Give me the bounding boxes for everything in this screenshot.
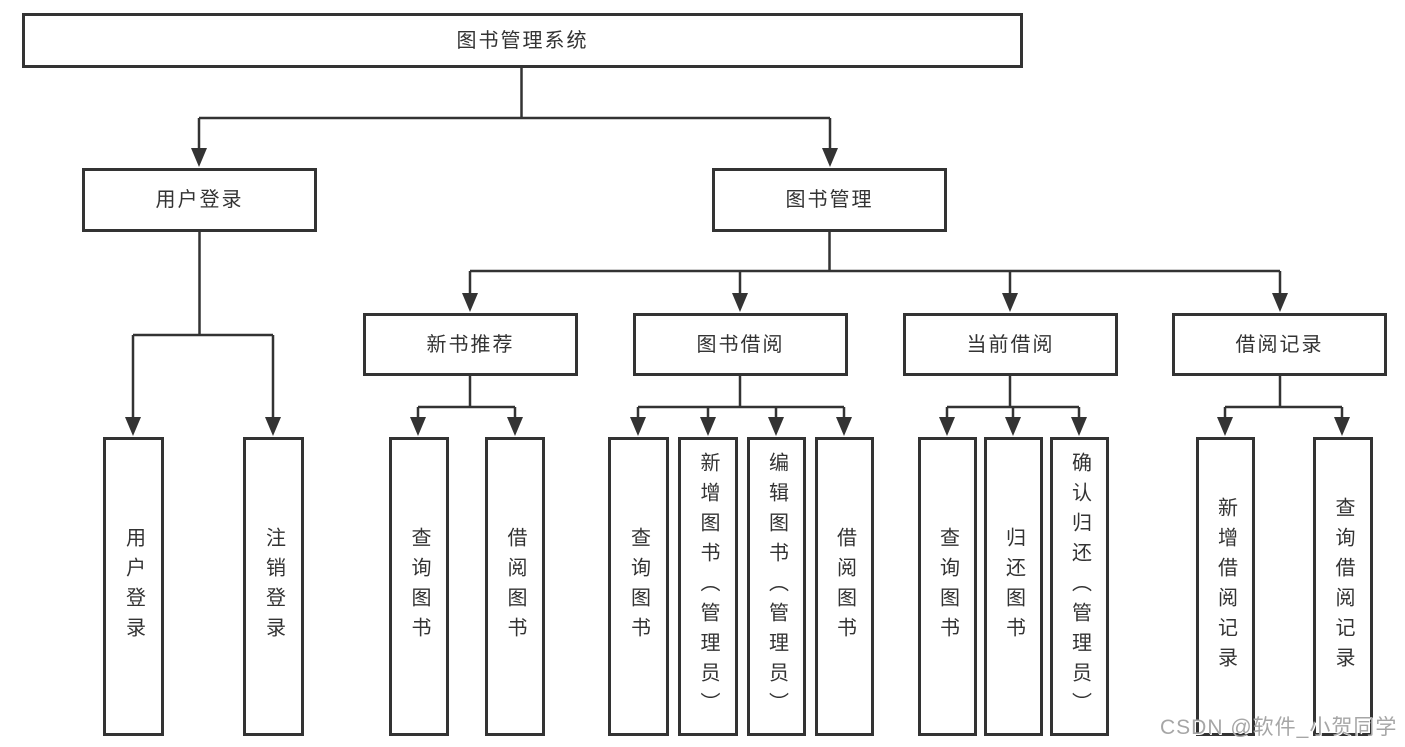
leaf-return-books: 归还图书 [984, 437, 1043, 736]
leaf-add-borrow-record: 新增借阅记录 [1196, 437, 1255, 736]
node-book-borrowing: 图书借阅 [633, 313, 848, 376]
leaf-borrow-books-recommend: 借阅图书 [485, 437, 545, 736]
node-book-management: 图书管理 [712, 168, 947, 232]
leaf-query-books-borrowing: 查询图书 [608, 437, 669, 736]
leaf-edit-books-admin: 编辑图书（管理员） [747, 437, 806, 736]
leaf-query-books-current: 查询图书 [918, 437, 977, 736]
node-new-book-recommend: 新书推荐 [363, 313, 578, 376]
node-user-login: 用户登录 [82, 168, 317, 232]
leaf-query-books-recommend: 查询图书 [389, 437, 449, 736]
node-borrowing-records: 借阅记录 [1172, 313, 1387, 376]
watermark-csdn: CSDN @软件_小贺同学 [1160, 716, 1398, 739]
node-library-management-system: 图书管理系统 [22, 13, 1023, 68]
arrowhead-icons [125, 148, 1350, 436]
leaf-add-books-admin: 新增图书（管理员） [678, 437, 738, 736]
leaf-borrow-books-borrowing: 借阅图书 [815, 437, 874, 736]
leaf-query-borrow-record: 查询借阅记录 [1313, 437, 1373, 736]
leaf-confirm-return-admin: 确认归还（管理员） [1050, 437, 1109, 736]
node-current-borrowing: 当前借阅 [903, 313, 1118, 376]
leaf-logout: 注销登录 [243, 437, 304, 736]
leaf-user-login: 用户登录 [103, 437, 164, 736]
